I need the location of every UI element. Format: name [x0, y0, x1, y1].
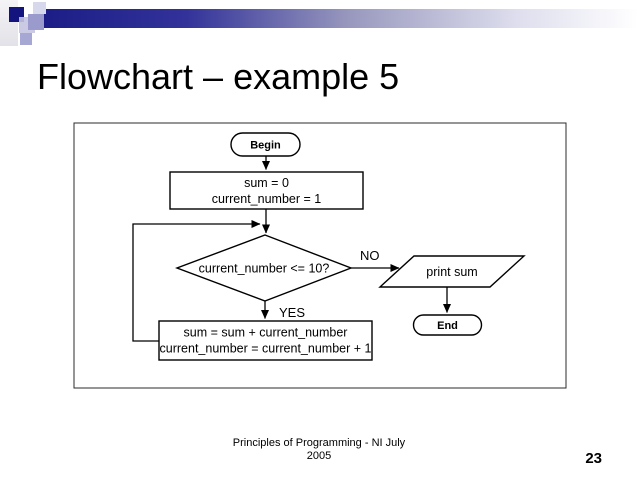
decor-gradient-bar — [36, 9, 638, 28]
process-loop-body — [158, 320, 373, 361]
end-label: End — [437, 320, 458, 332]
init-line1: sum = 0 — [244, 176, 289, 190]
yes-branch-label: YES — [279, 305, 305, 320]
loop-body-line2: current_number = current_number + 1 — [160, 342, 372, 356]
slide-footer: Principles of Programming - NI July 2005 — [0, 437, 638, 463]
init-line2: current_number = 1 — [212, 192, 321, 206]
page-number: 23 — [585, 450, 602, 467]
arrow-loopback — [132, 220, 261, 342]
decor-square-top — [33, 2, 46, 14]
begin-label: Begin — [250, 140, 281, 152]
decision-diamond — [175, 234, 353, 302]
process-init — [169, 171, 364, 210]
decision-label: current_number <= 10? — [199, 262, 330, 276]
no-branch-label: NO — [360, 248, 380, 263]
footer-line1: Principles of Programming - NI July — [232, 437, 406, 449]
output-label: print sum — [426, 265, 477, 279]
decor-square-bottom — [20, 33, 32, 45]
terminator-begin — [230, 132, 301, 157]
decor-square-mid — [28, 14, 44, 30]
terminator-end — [412, 314, 483, 336]
loop-body-line1: sum = sum + current_number — [184, 326, 348, 340]
output-parallelogram — [378, 255, 526, 288]
flowchart-frame — [73, 122, 567, 389]
slide-title: Flowchart – example 5 — [37, 56, 400, 97]
footer-line2: 2005 — [306, 450, 332, 462]
